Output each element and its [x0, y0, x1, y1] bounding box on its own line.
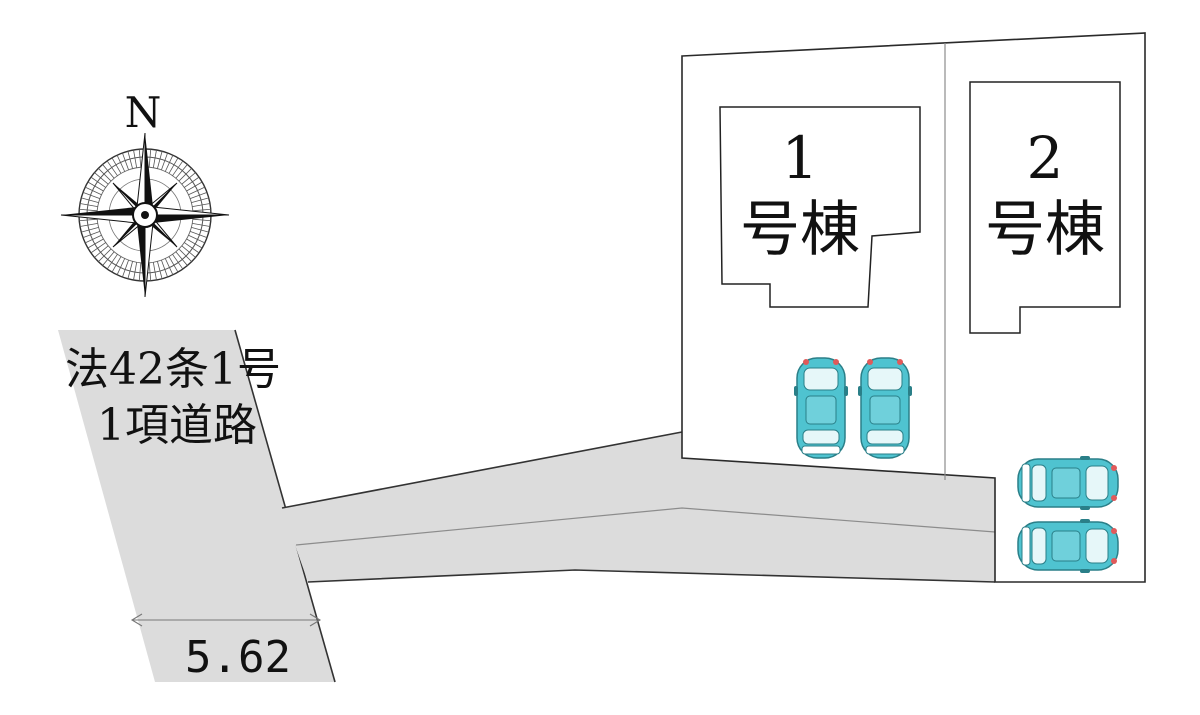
compass-tick [172, 254, 184, 270]
compass-tick [186, 181, 203, 192]
compass-tick [116, 258, 126, 275]
compass-tick [189, 231, 208, 238]
road-width-dimension-line [130, 613, 322, 627]
compass-tick [164, 155, 174, 172]
compass-tick [133, 149, 138, 168]
compass-tick [90, 242, 106, 254]
compass-tick [133, 262, 138, 281]
compass-tick [152, 149, 157, 168]
compass-tick [157, 261, 163, 279]
compass-tick [181, 245, 196, 258]
compass-tick [191, 227, 209, 233]
compass-tick [189, 192, 208, 199]
compass-tick [111, 256, 122, 273]
parking-car-icon [1017, 518, 1119, 574]
parking-car-icon [857, 357, 913, 459]
compass-tick [94, 172, 109, 185]
lot-1-number: 1 [782, 124, 819, 192]
compass-tick [102, 251, 115, 266]
compass-tick [87, 181, 104, 192]
access-driveway [282, 432, 995, 582]
compass-tick [148, 262, 152, 281]
compass-tick [178, 168, 192, 182]
compass-north-label: N [125, 88, 162, 137]
road-width-dimension: 5.62 [185, 632, 291, 683]
compass-tick [90, 176, 106, 188]
compass-tick [184, 176, 200, 188]
compass-tick [81, 197, 99, 203]
compass-tick [82, 192, 101, 199]
compass-tick [102, 164, 115, 179]
compass-tick [82, 231, 101, 238]
compass-tick [178, 248, 192, 262]
compass-tick [94, 245, 109, 258]
compass-tick [172, 160, 184, 176]
compass-tick [168, 157, 179, 174]
compass-tick [127, 151, 133, 169]
compass-tick [122, 152, 129, 171]
parking-car-icon [793, 357, 849, 459]
compass-tick [138, 262, 142, 281]
compass-tick [161, 259, 168, 278]
lot-1-label: 号棟 [740, 195, 860, 265]
compass-tick [85, 234, 102, 244]
compass-tick [79, 203, 98, 208]
compass-tick [152, 262, 157, 281]
compass-tick [79, 208, 98, 212]
compass-tick [106, 160, 118, 176]
lot-2-label: 号棟 [985, 195, 1105, 265]
compass-tick [168, 256, 179, 273]
compass-tick [111, 157, 122, 174]
compass-tick [186, 238, 203, 249]
compass-tick [192, 218, 211, 222]
building-2-footprint [969, 81, 1121, 334]
compass-tick [191, 197, 209, 203]
compass-tick [81, 227, 99, 233]
compass-tick [116, 155, 126, 172]
compass-tick [127, 261, 133, 279]
compass-tick [192, 208, 211, 212]
compass-tick [192, 222, 211, 227]
compass-tick [148, 149, 152, 168]
road-classification-label-line2: 1項道路 [97, 400, 257, 451]
compass-tick [79, 218, 98, 222]
compass-tick [161, 152, 168, 171]
parking-car-icon [1017, 455, 1119, 511]
compass-tick [106, 254, 118, 270]
compass-tick [184, 242, 200, 254]
compass-tick [164, 258, 174, 275]
compass-tick [175, 251, 188, 266]
north-compass-icon [60, 132, 230, 298]
road-classification-label-line1: 法42条1号 [65, 344, 281, 395]
lot-2-number: 2 [1027, 124, 1064, 192]
compass-tick [98, 248, 112, 262]
compass-tick [122, 259, 129, 278]
compass-tick [175, 164, 188, 179]
compass-tick [85, 186, 102, 196]
compass-tick [87, 238, 104, 249]
compass-tick [79, 222, 98, 227]
compass-tick [157, 151, 163, 169]
compass-tick [192, 203, 211, 208]
building-1-footprint [719, 106, 921, 308]
compass-tick [188, 234, 205, 244]
compass-tick [138, 149, 142, 168]
compass-tick [98, 168, 112, 182]
public-road [58, 330, 335, 682]
compass-tick [181, 172, 196, 185]
compass-tick [188, 186, 205, 196]
